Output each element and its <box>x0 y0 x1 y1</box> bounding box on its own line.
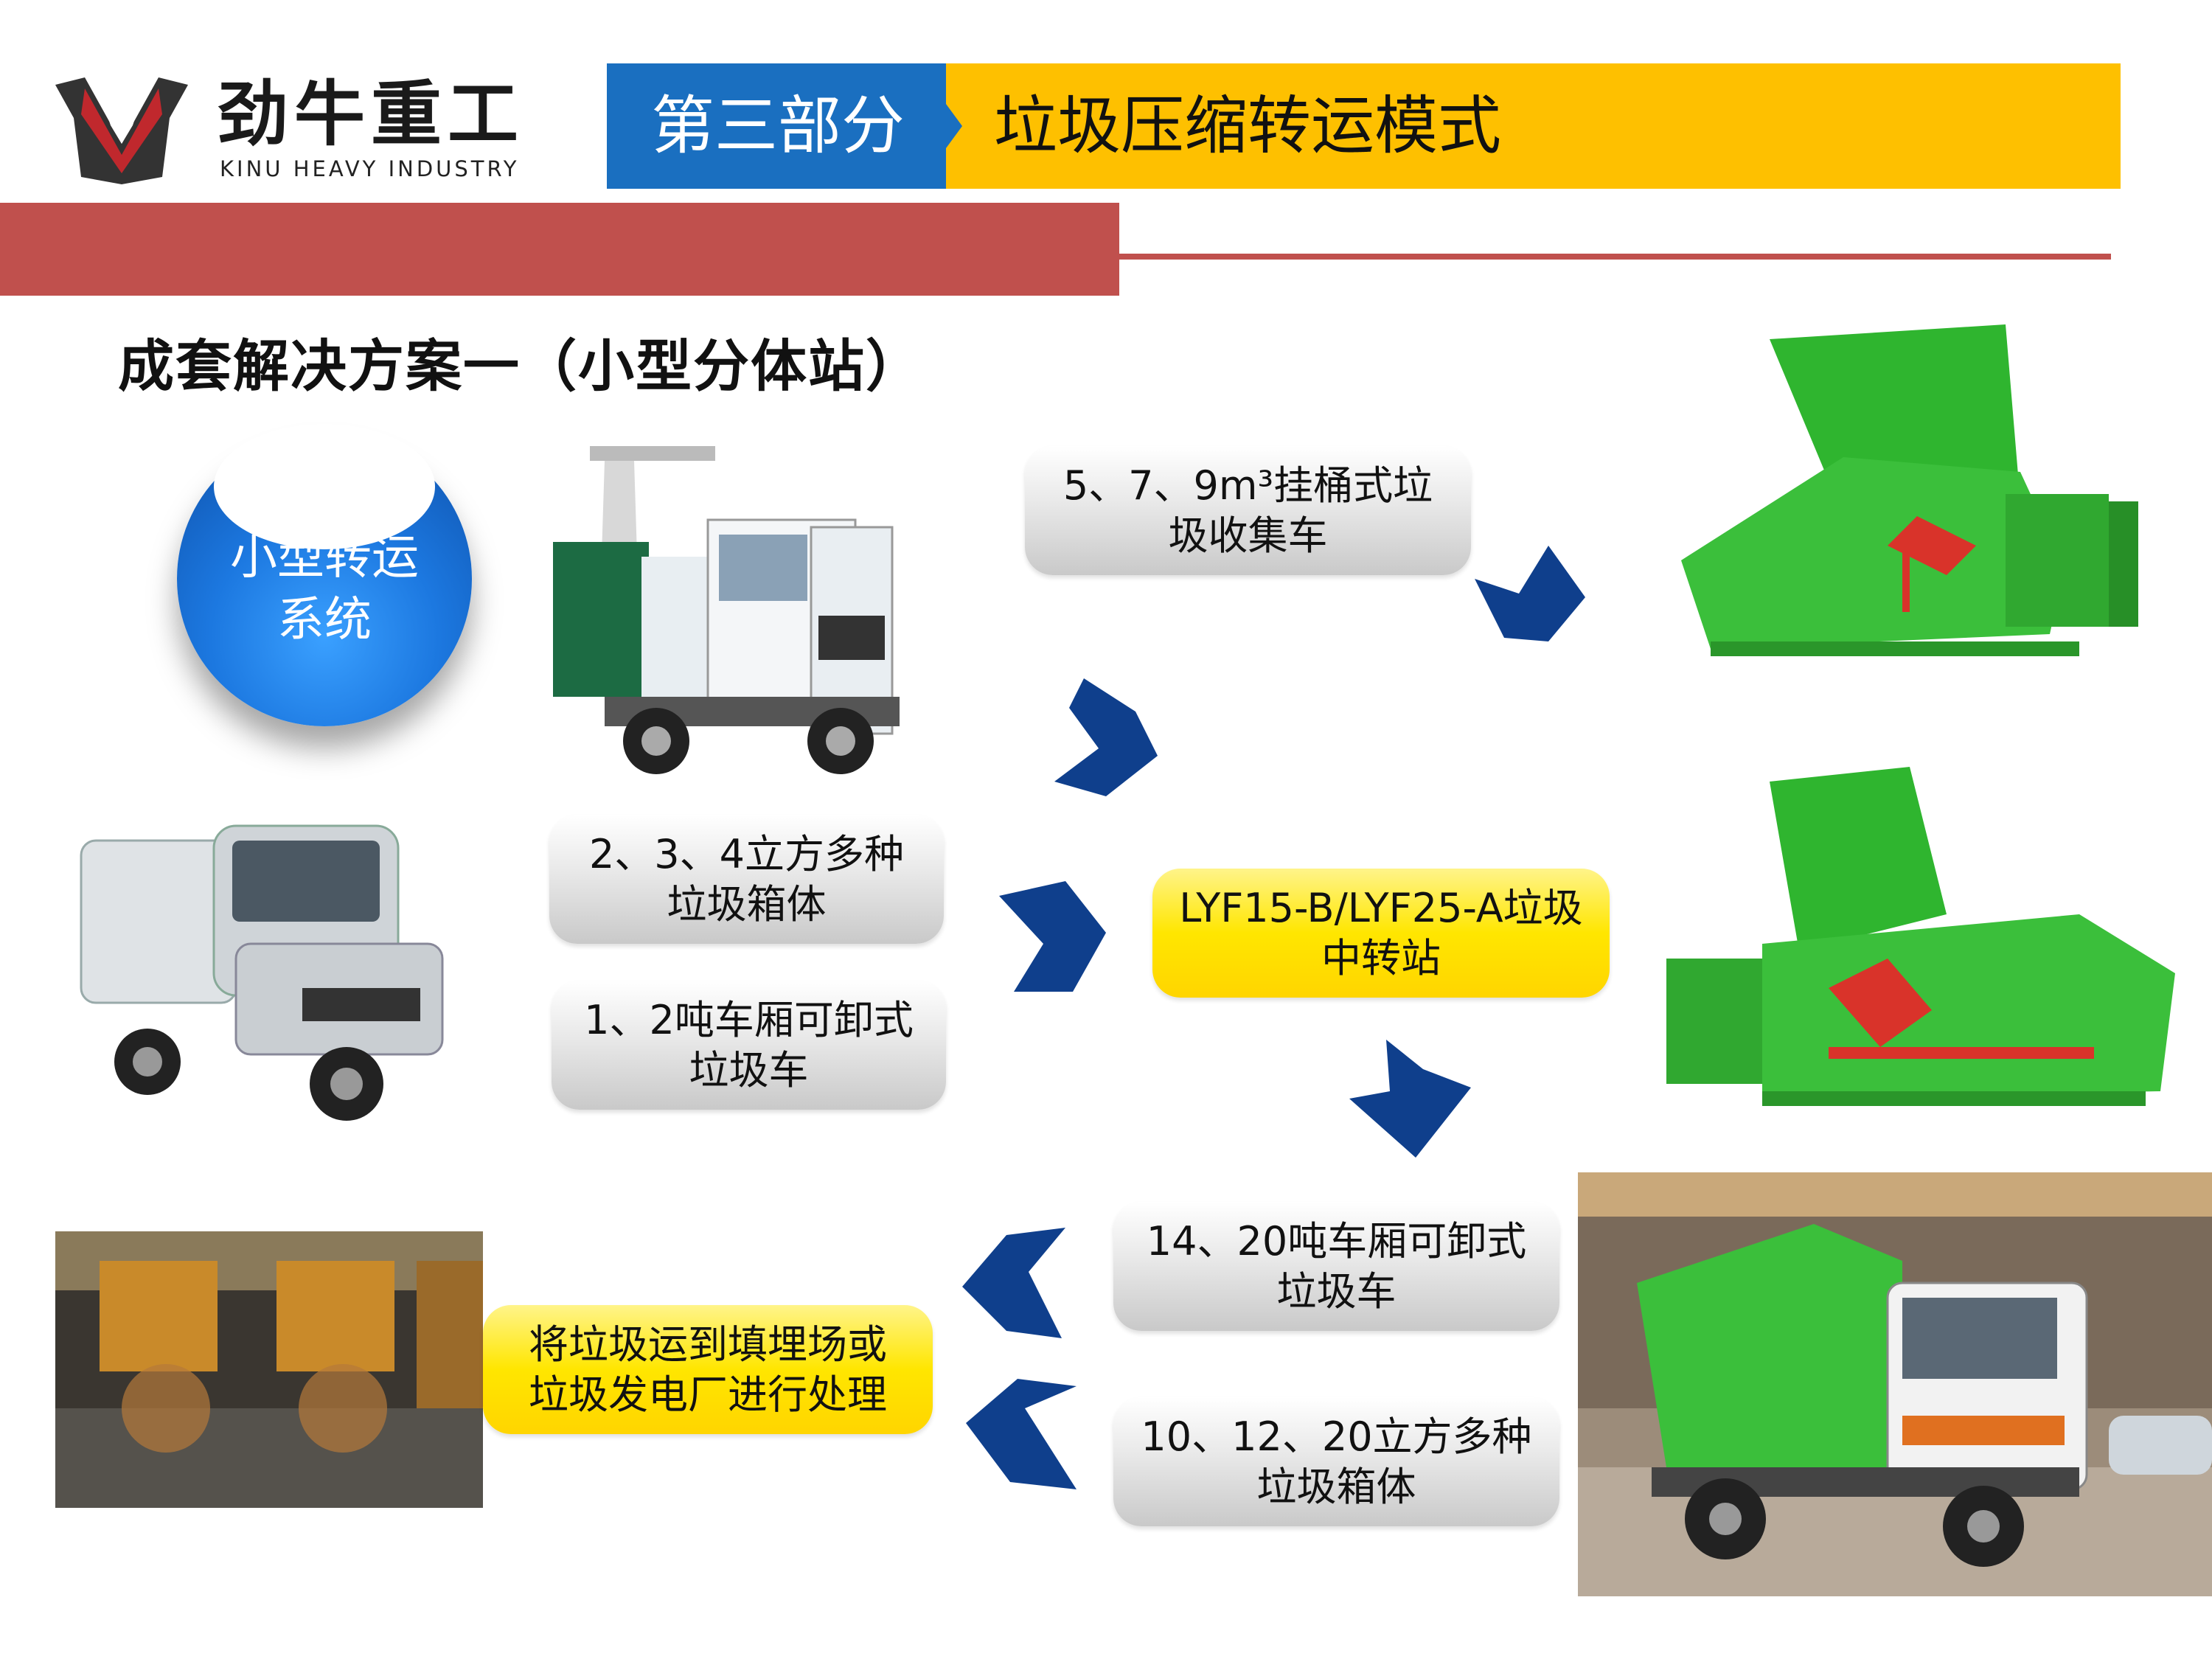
label-disposal-line1: 将垃圾运到填埋场或 <box>529 1321 887 1368</box>
label-big-truck-line2: 垃圾车 <box>1276 1267 1397 1315</box>
chevron-left-icon-2 <box>966 1379 1077 1489</box>
chevron-down-right-icon <box>1475 546 1585 641</box>
label-bucket-truck: 5、7、9m³挂桶式垃 圾收集车 <box>1025 446 1471 575</box>
sphere-label-line1: 小型转运 <box>230 531 419 585</box>
section-title-box: 垃圾压缩转运模式 <box>946 63 2121 189</box>
label-small-truck: 1、2吨车厢可卸式 垃圾车 <box>552 981 946 1110</box>
label-bucket-truck-line2: 圾收集车 <box>1168 512 1328 559</box>
company-name-cn: 劲牛重工 <box>218 73 524 156</box>
bucket-truck-photo <box>531 431 944 785</box>
sphere-label: 小型转运 系统 <box>177 527 472 651</box>
label-disposal: 将垃圾运到填埋场或 垃圾发电厂进行处理 <box>483 1305 933 1434</box>
label-small-truck-line2: 垃圾车 <box>689 1046 809 1093</box>
label-small-truck-line1: 1、2吨车厢可卸式 <box>584 996 914 1043</box>
waste-pit-photo <box>55 1231 483 1508</box>
sphere-gloss <box>214 424 435 549</box>
chevron-right-icon-1 <box>1054 678 1158 796</box>
part-label-box: 第三部分 <box>607 63 946 189</box>
header-red-line <box>1119 254 2111 260</box>
label-transfer-station-line1: LYF15-B/LYF25-A垃圾 <box>1179 884 1583 931</box>
header-red-bar <box>0 203 1119 296</box>
chevron-left-icon-1 <box>962 1228 1065 1338</box>
label-transfer-station: LYF15-B/LYF25-A垃圾 中转站 <box>1152 869 1610 998</box>
company-logo: 劲牛重工 KINU HEAVY INDUSTRY <box>52 74 568 184</box>
slide-subtitle: 成套解决方案一（小型分体站） <box>118 333 923 399</box>
kinu-logo-icon <box>55 77 188 184</box>
label-disposal-line2: 垃圾发电厂进行处理 <box>529 1371 887 1418</box>
label-bucket-truck-line1: 5、7、9m³挂桶式垃 <box>1062 462 1433 509</box>
label-big-bins-line1: 10、12、20立方多种 <box>1141 1413 1532 1460</box>
sphere-label-line2: 系统 <box>277 593 372 647</box>
part-label: 第三部分 <box>651 89 905 163</box>
label-transfer-station-line2: 中转站 <box>1321 934 1441 981</box>
transfer-station-photo-1 <box>1652 324 2168 678</box>
company-name-en: KINU HEAVY INDUSTRY <box>220 156 520 181</box>
label-small-bins: 2、3、4立方多种 垃圾箱体 <box>549 815 944 944</box>
banner-arrow-icon <box>946 104 962 148</box>
section-title: 垃圾压缩转运模式 <box>994 89 1501 163</box>
small-truck-photo <box>66 811 487 1135</box>
label-big-bins-line2: 垃圾箱体 <box>1256 1463 1416 1510</box>
big-truck-photo <box>1578 1172 2212 1596</box>
transfer-station-photo-2 <box>1666 767 2183 1113</box>
label-big-truck-line1: 14、20吨车厢可卸式 <box>1146 1217 1527 1265</box>
chevron-right-icon-2 <box>999 881 1106 992</box>
label-big-truck: 14、20吨车厢可卸式 垃圾车 <box>1113 1202 1559 1331</box>
chevron-down-icon <box>1349 1040 1471 1158</box>
system-sphere: 小型转运 系统 <box>177 424 472 726</box>
label-small-bins-line1: 2、3、4立方多种 <box>588 830 905 877</box>
label-big-bins: 10、12、20立方多种 垃圾箱体 <box>1113 1397 1559 1526</box>
label-small-bins-line2: 垃圾箱体 <box>667 880 827 928</box>
